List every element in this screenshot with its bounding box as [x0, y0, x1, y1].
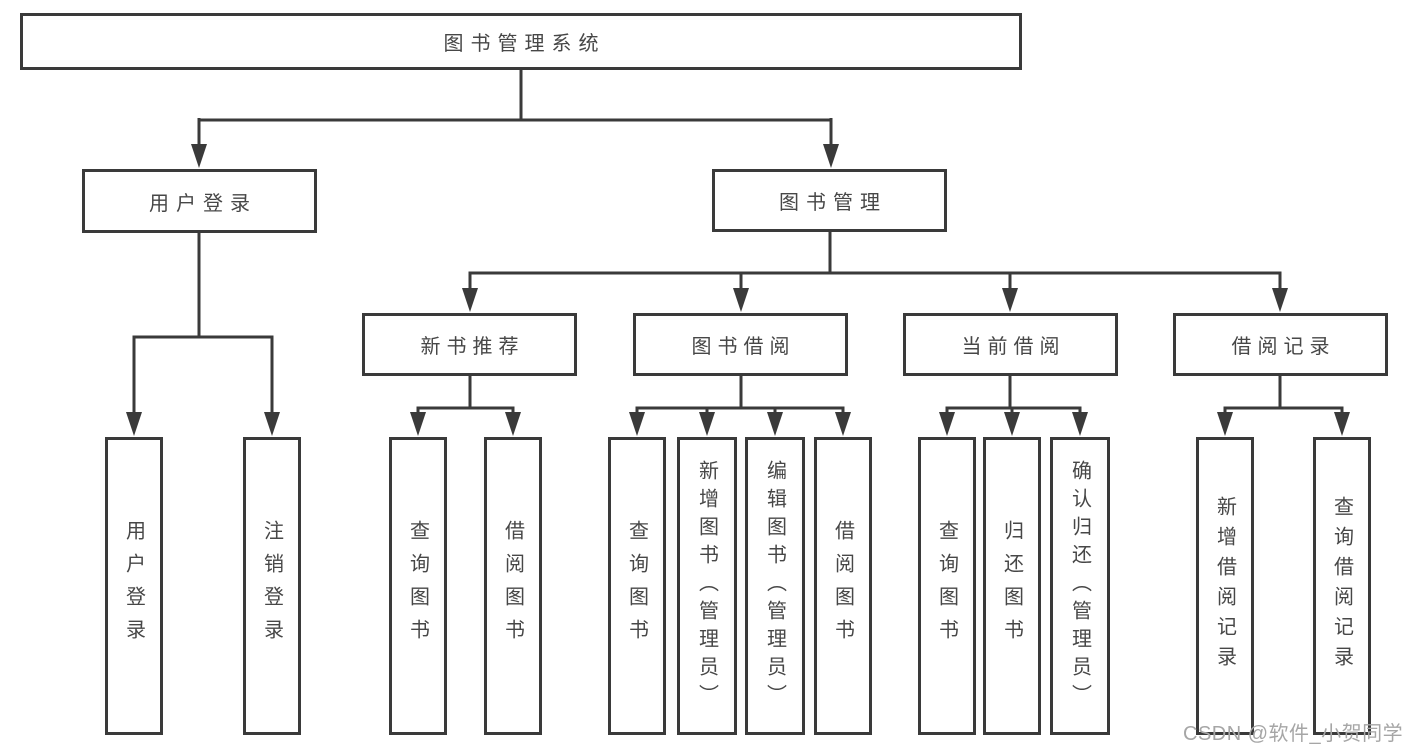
leaf-return-books: 归还图书: [983, 437, 1041, 735]
node-current-borrow: 当前借阅: [903, 313, 1118, 376]
connector-borrow-records-to-leaves: [1217, 374, 1350, 436]
leaf-edit-book-admin: 编辑图书（管理员）: [745, 437, 805, 735]
leaf-user-login: 用户登录: [105, 437, 163, 735]
connector-book-borrow-to-leaves: [629, 374, 851, 436]
csdn-watermark: CSDN @软件_小贺同学: [1183, 723, 1404, 745]
connector-book-mgmt-to-level3: [462, 230, 1288, 312]
node-borrow-records: 借阅记录: [1173, 313, 1388, 376]
connector-user-login-to-leaves: [126, 231, 280, 436]
leaf-add-book-admin: 新增图书（管理员）: [677, 437, 737, 735]
leaf-query-books-current: 查询图书: [918, 437, 976, 735]
connector-new-books-to-leaves: [410, 374, 521, 436]
leaf-query-books-newbooks: 查询图书: [389, 437, 447, 735]
connector-current-borrow-to-leaves: [939, 374, 1088, 436]
leaf-borrow-books-newbooks: 借阅图书: [484, 437, 542, 735]
node-root: 图书管理系统: [20, 13, 1022, 70]
leaf-query-books-borrow: 查询图书: [608, 437, 666, 735]
connector-root-to-level2: [191, 68, 839, 168]
node-new-books: 新书推荐: [362, 313, 577, 376]
node-book-borrow: 图书借阅: [633, 313, 848, 376]
node-user-login: 用户登录: [82, 169, 317, 233]
leaf-add-borrow-record: 新增借阅记录: [1196, 437, 1254, 735]
node-book-mgmt: 图书管理: [712, 169, 947, 232]
leaf-logout-login: 注销登录: [243, 437, 301, 735]
leaf-confirm-return-admin: 确认归还（管理员）: [1050, 437, 1110, 735]
leaf-borrow-books-borrow: 借阅图书: [814, 437, 872, 735]
leaf-query-borrow-record: 查询借阅记录: [1313, 437, 1371, 735]
